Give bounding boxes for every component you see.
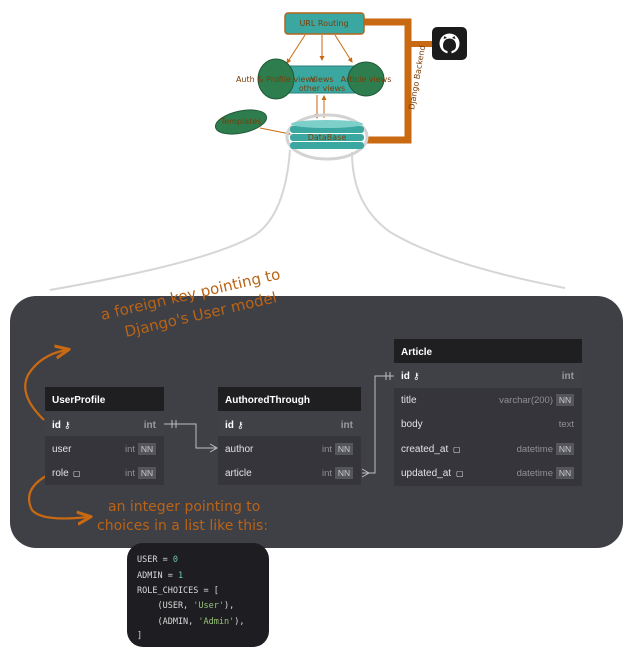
- zoom-line-left: [49, 149, 291, 291]
- architecture-sketch: Django Backend URL Routing Views other v…: [49, 12, 566, 291]
- authoredthrough-title: AuthoredThrough: [225, 395, 310, 406]
- article-created-at-nn: NN: [559, 444, 571, 454]
- table-row[interactable]: id ⚷ int: [225, 420, 354, 431]
- authoredthrough-article-nn: NN: [338, 468, 350, 478]
- article-views-bubble: [347, 61, 385, 97]
- code-line-2: ADMIN = 1: [137, 571, 183, 581]
- database-label: DataBase: [308, 133, 347, 142]
- table-row[interactable]: id ⚷ int: [401, 371, 575, 382]
- table-row[interactable]: author int NN: [225, 443, 353, 455]
- table-row[interactable]: created_at ▢ datetime NN: [401, 443, 574, 455]
- code-line-4: (USER, 'User'),: [137, 601, 234, 611]
- userprofile-id: id: [52, 420, 61, 431]
- authoredthrough-author-type: int: [322, 444, 332, 455]
- article-id-type: int: [562, 371, 575, 382]
- authoredthrough-id-type: int: [341, 420, 354, 431]
- userprofile-id-type: int: [144, 420, 157, 431]
- authoredthrough-author-nn: NN: [338, 444, 350, 454]
- article-created-at-type: datetime: [517, 444, 553, 455]
- table-article[interactable]: Article id ⚷ int title varchar(200) NN b…: [394, 339, 582, 486]
- templates-label: Templates: [220, 117, 262, 126]
- article-id: id: [401, 371, 410, 382]
- article-views-label: Article views: [341, 75, 392, 84]
- userprofile-user: user: [52, 444, 72, 455]
- authoredthrough-author: author: [225, 444, 254, 455]
- article-title-nn: NN: [559, 395, 571, 405]
- table-row[interactable]: updated_at ▢ datetime NN: [401, 467, 574, 479]
- authoredthrough-id: id: [225, 420, 234, 431]
- auth-views-bubble: [257, 58, 295, 100]
- key-icon: ⚷: [64, 421, 71, 431]
- userprofile-title: UserProfile: [52, 395, 106, 406]
- database-cylinder: [285, 113, 369, 161]
- role-arrow: [28, 475, 88, 518]
- integer-note-line1: an integer pointing to: [108, 499, 260, 515]
- code-line-3: ROLE_CHOICES = [: [137, 586, 219, 596]
- code-line-1: USER = 0: [137, 555, 178, 565]
- table-row[interactable]: article int NN: [225, 467, 353, 479]
- userprofile-role: role: [52, 468, 69, 479]
- table-row[interactable]: role ▢ int NN: [52, 467, 156, 479]
- userprofile-role-nn: NN: [141, 468, 153, 478]
- key-icon: ⚷: [237, 421, 244, 431]
- code-line-5: (ADMIN, 'Admin'),: [137, 617, 245, 627]
- url-routing-label: URL Routing: [299, 19, 348, 28]
- views-label: Views: [310, 75, 333, 84]
- note-icon: ▢: [456, 469, 464, 478]
- article-updated-at-type: datetime: [517, 468, 553, 479]
- article-title-type: varchar(200): [499, 395, 553, 406]
- article-title: Article: [401, 347, 433, 358]
- note-icon: ▢: [73, 469, 81, 478]
- url-routing-box: [284, 12, 365, 35]
- relationship-lines: [164, 372, 394, 478]
- table-row[interactable]: id ⚷ int: [52, 420, 157, 431]
- article-body: body: [401, 419, 423, 430]
- table-row[interactable]: body text: [401, 419, 574, 430]
- auth-views-label: Auth & Profile views: [236, 75, 316, 84]
- templates-bubble: [214, 109, 268, 135]
- foreign-key-arrow: [24, 350, 66, 421]
- views-sublabel: other views: [299, 84, 345, 93]
- userprofile-user-type: int: [125, 444, 135, 455]
- article-title-col: title: [401, 395, 417, 406]
- article-updated-at: updated_at: [401, 468, 451, 479]
- authoredthrough-article: article: [225, 468, 252, 479]
- code-snippet: USER = 0 ADMIN = 1 ROLE_CHOICES = [ (USE…: [127, 543, 269, 647]
- article-body-type: text: [559, 419, 575, 430]
- authoredthrough-article-type: int: [322, 468, 332, 479]
- article-created-at: created_at: [401, 444, 448, 455]
- article-updated-at-nn: NN: [559, 468, 571, 478]
- backend-bracket: [364, 18, 412, 144]
- table-authoredthrough[interactable]: AuthoredThrough id ⚷ int author int NN a…: [218, 387, 361, 485]
- table-userprofile[interactable]: UserProfile id ⚷ int user int NN role ▢ …: [45, 387, 164, 485]
- table-row[interactable]: user int NN: [52, 443, 156, 455]
- userprofile-role-type: int: [125, 468, 135, 479]
- table-row[interactable]: title varchar(200) NN: [401, 394, 574, 406]
- code-line-6: ]: [137, 631, 142, 641]
- github-icon[interactable]: [432, 27, 467, 60]
- integer-note-line2: choices in a list like this:: [97, 518, 268, 534]
- key-icon: ⚷: [413, 372, 420, 382]
- zoom-line-right: [351, 151, 566, 289]
- userprofile-user-nn: NN: [141, 444, 153, 454]
- note-icon: ▢: [453, 445, 461, 454]
